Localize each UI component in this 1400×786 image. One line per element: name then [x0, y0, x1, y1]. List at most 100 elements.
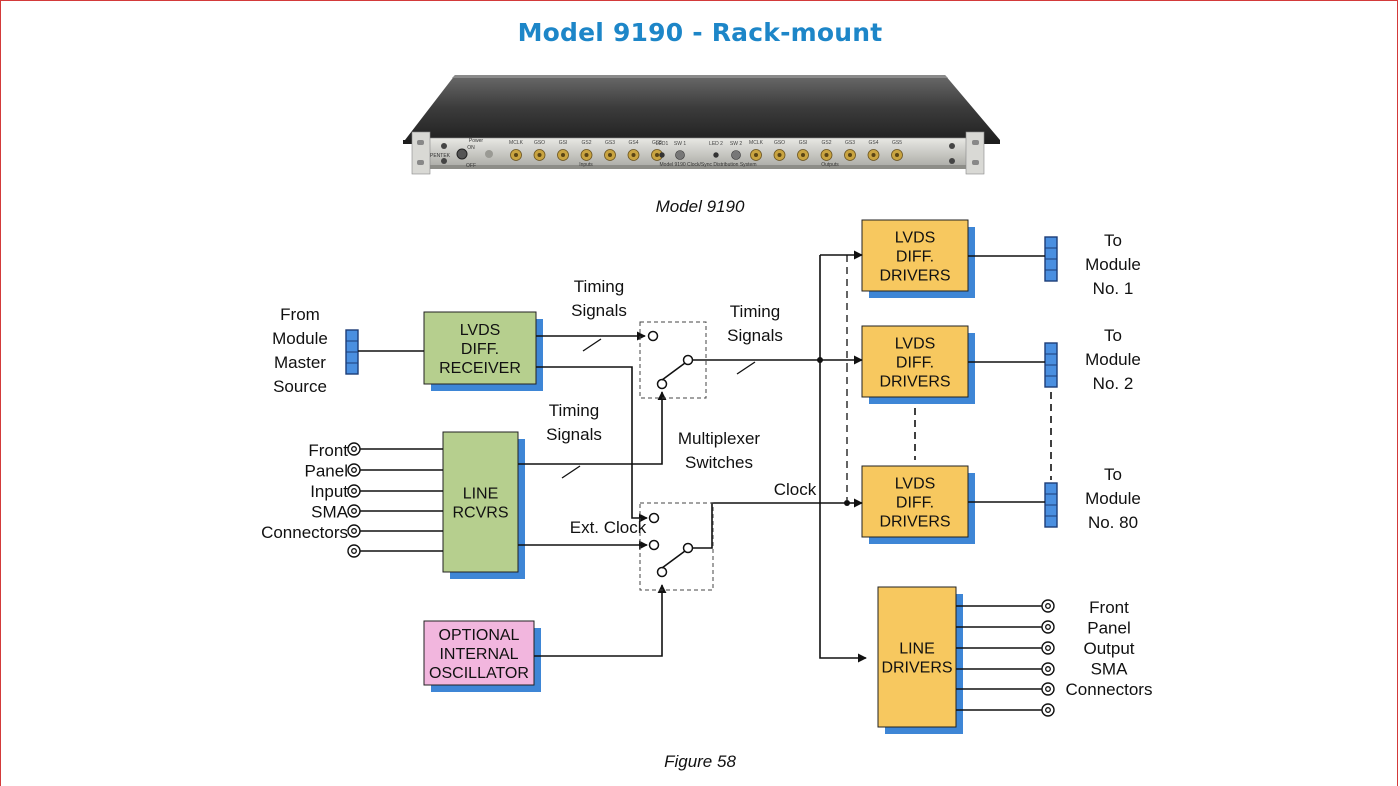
- timing-signals-3-label: Signals: [546, 425, 602, 444]
- panel-led: [714, 153, 719, 158]
- to-module-80-label: No. 80: [1088, 513, 1138, 532]
- ext-clock-label: Ext. Clock: [570, 518, 647, 537]
- output-sma-3-core: [1046, 667, 1051, 672]
- brand-label: PENTEK: [430, 153, 451, 159]
- bus-slash-1: [737, 362, 755, 374]
- sma-port-core: [655, 153, 659, 157]
- line-drivers-block-label: DRIVERS: [881, 660, 952, 677]
- to-module-1-label: Module: [1085, 255, 1141, 274]
- sma-port-core: [895, 153, 899, 157]
- to-module-80-label: To: [1104, 465, 1122, 484]
- sma-port-core: [608, 153, 612, 157]
- off-label: OFF: [466, 163, 476, 169]
- output-sma-0-core: [1046, 604, 1051, 609]
- switch-label: SW 1: [674, 141, 686, 147]
- port-label: GS2: [581, 140, 591, 146]
- switch1-contact-a: [649, 332, 658, 341]
- line-drivers-block-label: LINE: [899, 641, 935, 658]
- switch2-contact-a: [650, 514, 659, 523]
- to-module-80-label: Module: [1085, 489, 1141, 508]
- sma-port-core: [825, 153, 829, 157]
- ribbon-cell: [1045, 270, 1057, 281]
- lvds-driver-3-block-label: LVDS: [895, 476, 936, 493]
- front-output-label: SMA: [1091, 660, 1129, 679]
- lvds-receiver-block-label: RECEIVER: [439, 360, 521, 377]
- switch2-pivot: [658, 568, 667, 577]
- front-input-label: SMA: [311, 503, 349, 522]
- port-label: GSO: [774, 140, 785, 146]
- to-module-2-label: Module: [1085, 350, 1141, 369]
- ribbon-cell: [1045, 494, 1057, 505]
- switch1-arm: [662, 363, 685, 380]
- ribbon-cell: [346, 352, 358, 363]
- to-module-2-connector: [1045, 343, 1057, 387]
- sma-port-core: [585, 153, 589, 157]
- timing-signals-3-label: Timing: [549, 401, 599, 420]
- from-module-label: Module: [272, 329, 328, 348]
- model-text-label: Model 9190 Clock/Sync Distribution Syste…: [660, 162, 757, 168]
- chassis-top: [405, 75, 1000, 140]
- inputs-label: Inputs: [579, 162, 593, 168]
- front-input-label: Front: [308, 441, 348, 460]
- port-label: GS4: [868, 140, 878, 146]
- from-module-connector: [346, 330, 358, 374]
- ribbon-cell: [1045, 237, 1057, 248]
- port-label: MCLK: [509, 140, 524, 146]
- sma-port-core: [778, 153, 782, 157]
- sma-port-core: [538, 153, 542, 157]
- from-module-label: From: [280, 305, 320, 324]
- panel-led: [660, 153, 665, 158]
- front-input-label: Connectors: [261, 523, 348, 542]
- input-sma-5-core: [352, 549, 357, 554]
- bus-slash-2: [562, 466, 580, 478]
- port-label: GS3: [605, 140, 615, 146]
- port-label: GSI: [799, 140, 808, 146]
- ribbon-cell: [1045, 248, 1057, 259]
- line-rcvrs-block-label: LINE: [463, 486, 499, 503]
- ribbon-cell: [1045, 505, 1057, 516]
- ribbon-cell: [1045, 354, 1057, 365]
- to-module-2-label: To: [1104, 326, 1122, 345]
- to-module-1-label: To: [1104, 231, 1122, 250]
- clock-label: Clock: [774, 480, 817, 499]
- ribbon-cell: [346, 363, 358, 374]
- ribbon-cell: [1045, 343, 1057, 354]
- timing-signals-2-label: Timing: [730, 302, 780, 321]
- lvds-receiver-block-label: DIFF.: [461, 341, 499, 358]
- sma-port-core: [801, 153, 805, 157]
- port-label: GS2: [821, 140, 831, 146]
- bus-slash-0: [583, 339, 601, 351]
- port-label: GS5: [892, 140, 902, 146]
- oscillator-block-label: OPTIONAL: [439, 627, 520, 644]
- line-rcvrs-block-label: RCVRS: [452, 505, 508, 522]
- output-sma-4-core: [1046, 687, 1051, 692]
- sma-port-core: [514, 153, 518, 157]
- port-label: GS4: [628, 140, 638, 146]
- lvds-driver-3-block-label: DRIVERS: [879, 514, 950, 531]
- input-sma-0-core: [352, 447, 357, 452]
- sma-port-core: [872, 153, 876, 157]
- port-label: GS3: [845, 140, 855, 146]
- from-module-label: Master: [274, 353, 326, 372]
- outputs-label: Outputs: [821, 162, 839, 168]
- switch2-arm: [662, 551, 685, 568]
- lvds-driver-1-block-label: DRIVERS: [879, 268, 950, 285]
- lvds-driver-1-block-label: LVDS: [895, 230, 936, 247]
- ribbon-cell: [1045, 365, 1057, 376]
- power-label: Power: [469, 138, 484, 144]
- ribbon-cell: [1045, 516, 1057, 527]
- junction-1: [817, 357, 823, 363]
- lvds-driver-2-block-label: DRIVERS: [879, 374, 950, 391]
- sma-port-core: [848, 153, 852, 157]
- front-output-label: Front: [1089, 598, 1129, 617]
- oscillator-block-label: INTERNAL: [439, 646, 518, 663]
- port-label: MCLK: [749, 140, 764, 146]
- diagram-labels: LVDS DIFF. RECEIVER LINE RCVRS OPTIONAL INTERN…: [261, 230, 1152, 700]
- front-input-label: Panel: [305, 462, 348, 481]
- to-module-2-label: No. 2: [1093, 374, 1134, 393]
- output-sma-2-core: [1046, 646, 1051, 651]
- on-label: ON: [467, 145, 475, 151]
- lvds-driver-3-block-label: DIFF.: [896, 495, 934, 512]
